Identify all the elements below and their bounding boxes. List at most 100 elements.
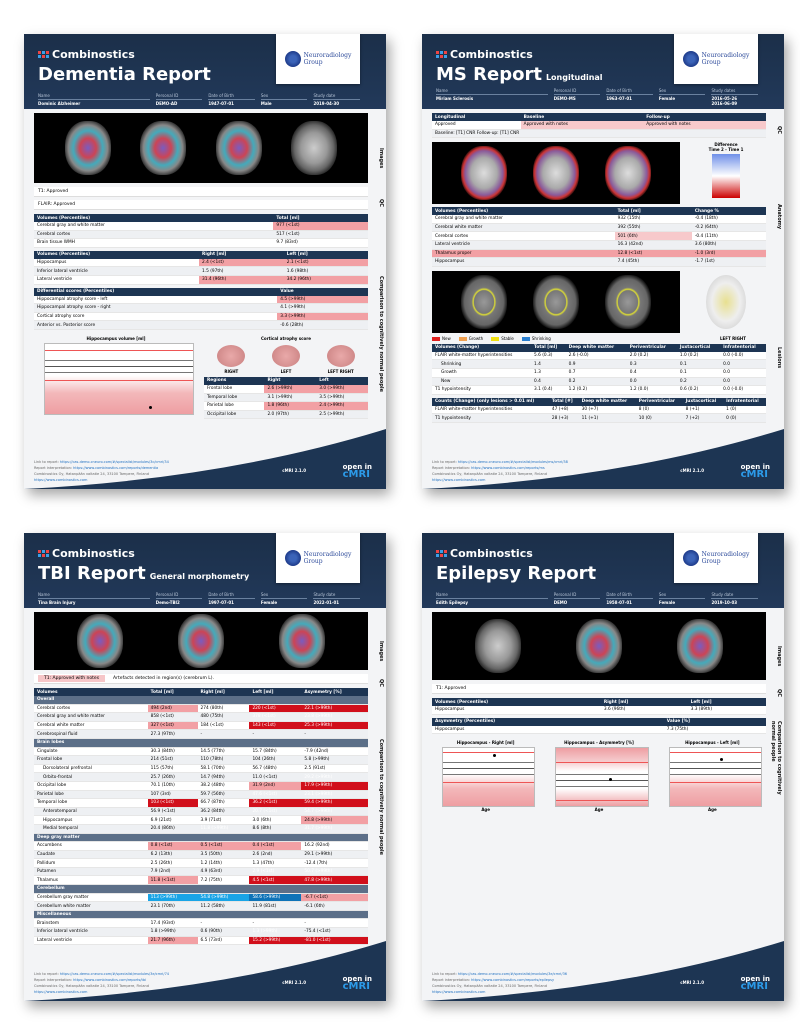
lesion-volumes-table: Volumes (Change)Total [ml]Deep white mat… (432, 343, 766, 395)
images-section: Images (34, 113, 384, 183)
lr-volumes-table: Volumes (Percentiles)Right [ml]Left [ml]… (34, 250, 368, 285)
brand-mark-icon (436, 550, 447, 557)
table-group-header: Overall (34, 696, 368, 705)
interpretation-link[interactable]: https://www.combinostics.com/reports/ms (471, 466, 545, 470)
report-link[interactable]: https://cas-demo.cneuro.com/#/specialist… (59, 460, 169, 464)
brand-mark-icon (38, 51, 49, 58)
brain-logo-icon (284, 51, 301, 67)
combinostics-logo: Combinostics (436, 48, 533, 61)
difference-images (432, 142, 680, 205)
report-title: Epilepsy Report (436, 563, 597, 584)
brain-logo-icon (682, 550, 699, 566)
table-group-header: Deep gray matter (34, 833, 368, 843)
epilepsy-volumes-table: Volumes (Percentiles)Right [ml]Left [ml]… (432, 698, 766, 715)
report-footer: Link to report: https://cas-demo.cneuro.… (24, 429, 386, 489)
website-link[interactable]: https://www.combinostics.com (432, 990, 486, 994)
mri-images (34, 113, 368, 183)
lesion-legend: New Growth Stable Shrinking LEFT RIGHT (432, 336, 766, 341)
report-header: Combinostics Dementia Report Neuroradiol… (24, 34, 386, 109)
table-group-header: Cerebellum (34, 884, 368, 894)
comparison-section: Volumes (Percentiles)Right [ml]Left [ml]… (432, 698, 782, 812)
report-title: Dementia Report (38, 64, 211, 85)
images-section: Images (34, 612, 384, 670)
interpretation-link[interactable]: https://www.combinostics.com/reports/dem… (73, 466, 159, 470)
dementia-report-page: Combinostics Dementia Report Neuroradiol… (24, 34, 386, 489)
table-group-header: Miscellaneous (34, 910, 368, 920)
report-footer: Link to report: https://cas-demo.cneuro.… (24, 941, 386, 1001)
epilepsy-report-page: Combinostics Epilepsy Report Neuroradiol… (422, 533, 784, 1001)
website-link[interactable]: https://www.combinostics.com (34, 478, 88, 482)
hippocampus-asymmetry-chart: Hippocampus - Asymmetry [%]Age (545, 740, 652, 812)
report-link[interactable]: https://cas-demo.cneuro.com/#/specialist… (59, 972, 170, 976)
lesions-section: New Growth Stable Shrinking LEFT RIGHT V… (432, 270, 782, 423)
brain-right-icon (217, 344, 246, 367)
brand-mark-icon (38, 550, 49, 557)
images-section: Images (432, 612, 782, 680)
brand-mark-icon (436, 51, 447, 58)
total-volumes-table: Volumes (Percentiles)Total [ml] Cerebral… (34, 214, 368, 248)
cortical-atrophy-section: Cortical atrophy score RIGHT LEFT LEFT R… (204, 336, 368, 420)
website-link[interactable]: https://www.combinostics.com (34, 990, 88, 994)
brain-left-icon (271, 344, 300, 367)
report-link[interactable]: https://cas-demo.cneuro.com/#/specialist… (457, 972, 568, 976)
brain-logo-icon (284, 550, 301, 566)
interpretation-link[interactable]: https://www.combinostics.com/reports/tbi (73, 978, 147, 982)
website-link[interactable]: https://www.combinostics.com (432, 478, 486, 482)
report-link[interactable]: https://cas-demo.cneuro.com/#/specialist… (457, 460, 568, 464)
interpretation-link[interactable]: https://www.combinostics.com/reports/epi… (471, 978, 555, 982)
lesion-images (432, 270, 680, 333)
combinostics-logo: Combinostics (436, 547, 533, 560)
hippocampus-volume-chart: Hippocampus volume [ml] (34, 336, 198, 419)
asymmetry-table: Asymmetry (Percentiles)Value [%] Hippoca… (432, 717, 766, 735)
ms-volumes-table: Volumes (Percentiles)Total [ml]Change % … (432, 207, 766, 267)
qc-section: T1: Approved FLAIR: Approved QC (34, 187, 384, 210)
differential-scores-table: Differential scores (Percentiles)Value H… (34, 287, 368, 330)
lesion-counts-table: Counts (Change) (only lesions > 0.01 ml)… (432, 397, 766, 423)
comparison-section: Volumes (Percentiles)Total [ml] Cerebral… (34, 214, 384, 420)
report-footer: Link to report: https://cas-demo.cneuro.… (422, 429, 784, 489)
brain-logo-icon (682, 51, 699, 67)
combinostics-logo: Combinostics (38, 48, 135, 61)
report-footer: Link to report: https://cas-demo.cneuro.… (422, 941, 784, 1001)
